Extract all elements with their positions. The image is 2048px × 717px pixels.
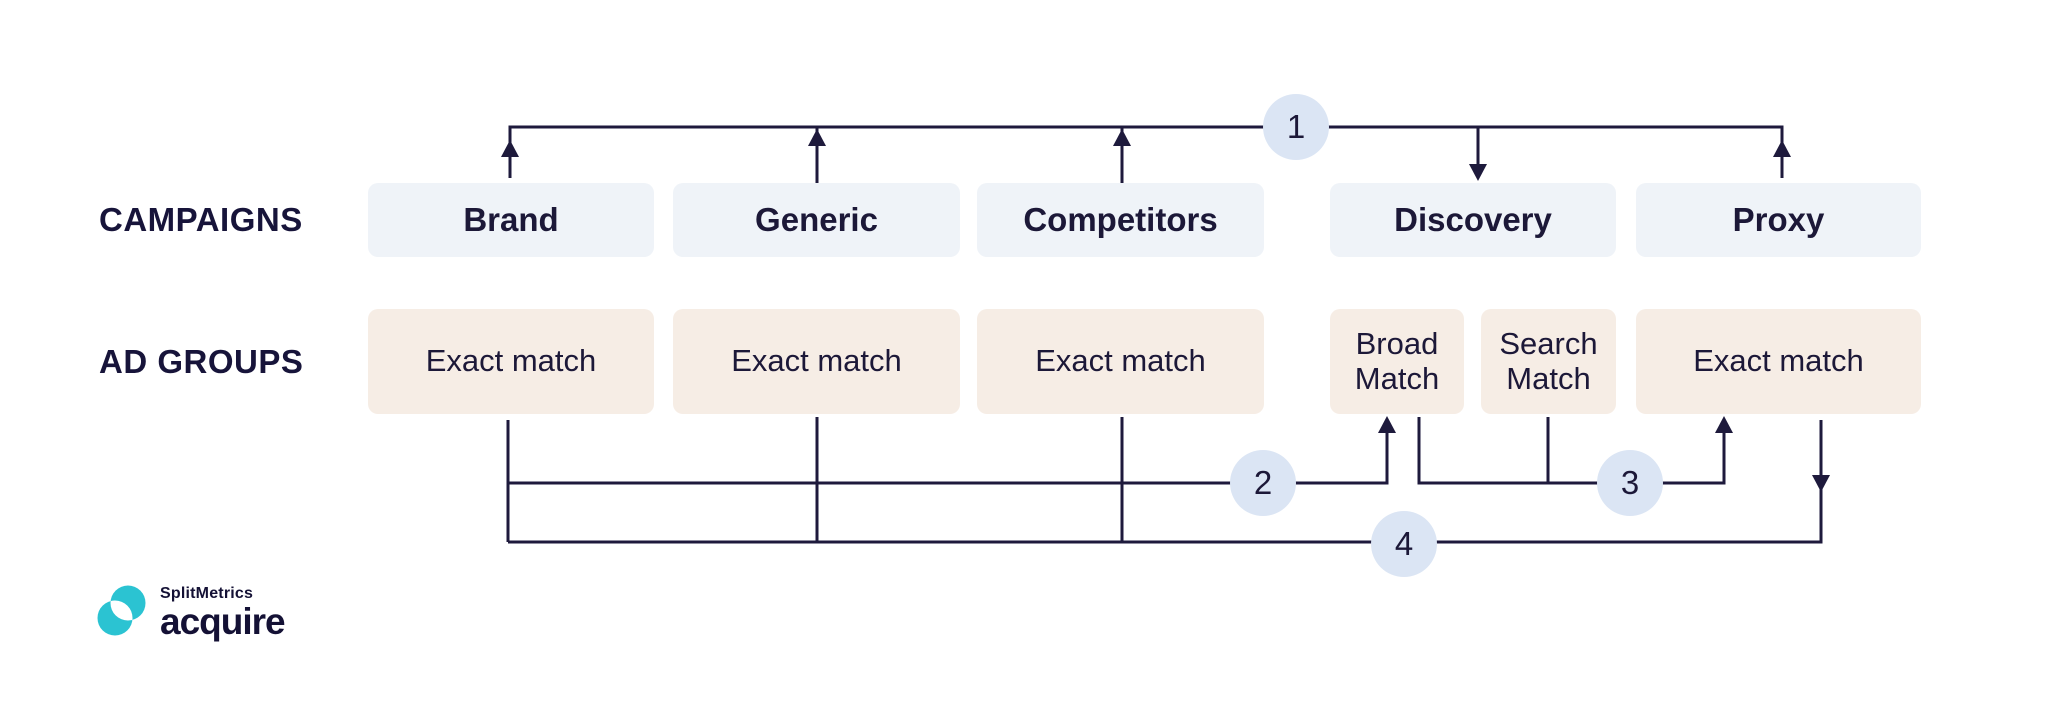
badge-number: 2 bbox=[1253, 464, 1273, 501]
connector-4-line bbox=[508, 420, 1823, 544]
campaign-box-discovery: Discovery bbox=[1330, 183, 1616, 257]
campaign-label: Proxy bbox=[1732, 200, 1825, 238]
adgroup-label: Broad Match bbox=[1354, 325, 1440, 396]
splitmetrics-logo-icon bbox=[97, 585, 146, 636]
adgroup-label: Exact match bbox=[731, 343, 902, 379]
adgroup-box-generic-exact: Exact match bbox=[673, 309, 960, 414]
step-badge-1: 1 bbox=[1263, 94, 1329, 160]
badge-number: 1 bbox=[1286, 108, 1306, 145]
badge-number: 3 bbox=[1620, 464, 1640, 501]
adgroup-box-proxy-exact: Exact match bbox=[1636, 309, 1921, 414]
campaign-box-proxy: Proxy bbox=[1636, 183, 1921, 257]
arrow-up-proxy-exact-icon bbox=[1715, 416, 1733, 433]
adgroup-box-broad-match: Broad Match bbox=[1330, 309, 1464, 414]
campaign-box-generic: Generic bbox=[673, 183, 960, 257]
arrow-up-generic-icon bbox=[808, 129, 826, 146]
adgroup-box-brand-exact: Exact match bbox=[368, 309, 654, 414]
campaign-box-brand: Brand bbox=[368, 183, 654, 257]
campaign-label: Brand bbox=[463, 200, 559, 238]
adgroup-label: Exact match bbox=[1035, 343, 1206, 379]
adgroup-label: Search Match bbox=[1499, 325, 1598, 396]
arrow-down-connector4-icon bbox=[1812, 475, 1830, 492]
campaign-label: Generic bbox=[755, 200, 878, 238]
adgroup-label: Exact match bbox=[1693, 343, 1864, 379]
badge-number: 4 bbox=[1394, 525, 1414, 562]
campaigns-row-label: CAMPAIGNS bbox=[99, 201, 303, 238]
ad-groups-row-label: AD GROUPS bbox=[99, 342, 304, 380]
connector-2-line bbox=[508, 430, 1389, 485]
step-badge-3: 3 bbox=[1597, 450, 1663, 516]
step-badge-4: 4 bbox=[1371, 511, 1437, 577]
step-badge-2: 2 bbox=[1230, 450, 1296, 516]
arrow-up-broad-match-icon bbox=[1378, 416, 1396, 433]
arrow-up-competitors-icon bbox=[1113, 129, 1131, 146]
logo-text: SplitMetrics acquire bbox=[160, 582, 286, 642]
arrow-up-brand-icon bbox=[501, 140, 519, 157]
logo-product-name: acquire bbox=[160, 601, 286, 642]
campaign-box-competitors: Competitors bbox=[977, 183, 1264, 257]
adgroup-box-competitors-exact: Exact match bbox=[977, 309, 1264, 414]
adgroup-label: Exact match bbox=[425, 343, 597, 379]
logo-brand-name: SplitMetrics bbox=[160, 585, 254, 602]
adgroup-box-search-match: Search Match bbox=[1481, 309, 1616, 414]
arrow-down-discovery-icon bbox=[1469, 164, 1487, 181]
connector-1-line bbox=[508, 125, 1784, 178]
arrow-up-proxy-icon bbox=[1773, 140, 1791, 157]
connector-3-line bbox=[1417, 417, 1726, 485]
splitmetrics-acquire-logo: SplitMetrics acquire bbox=[94, 582, 286, 642]
campaign-label: Discovery bbox=[1394, 200, 1552, 238]
campaign-label: Competitors bbox=[1023, 200, 1218, 238]
